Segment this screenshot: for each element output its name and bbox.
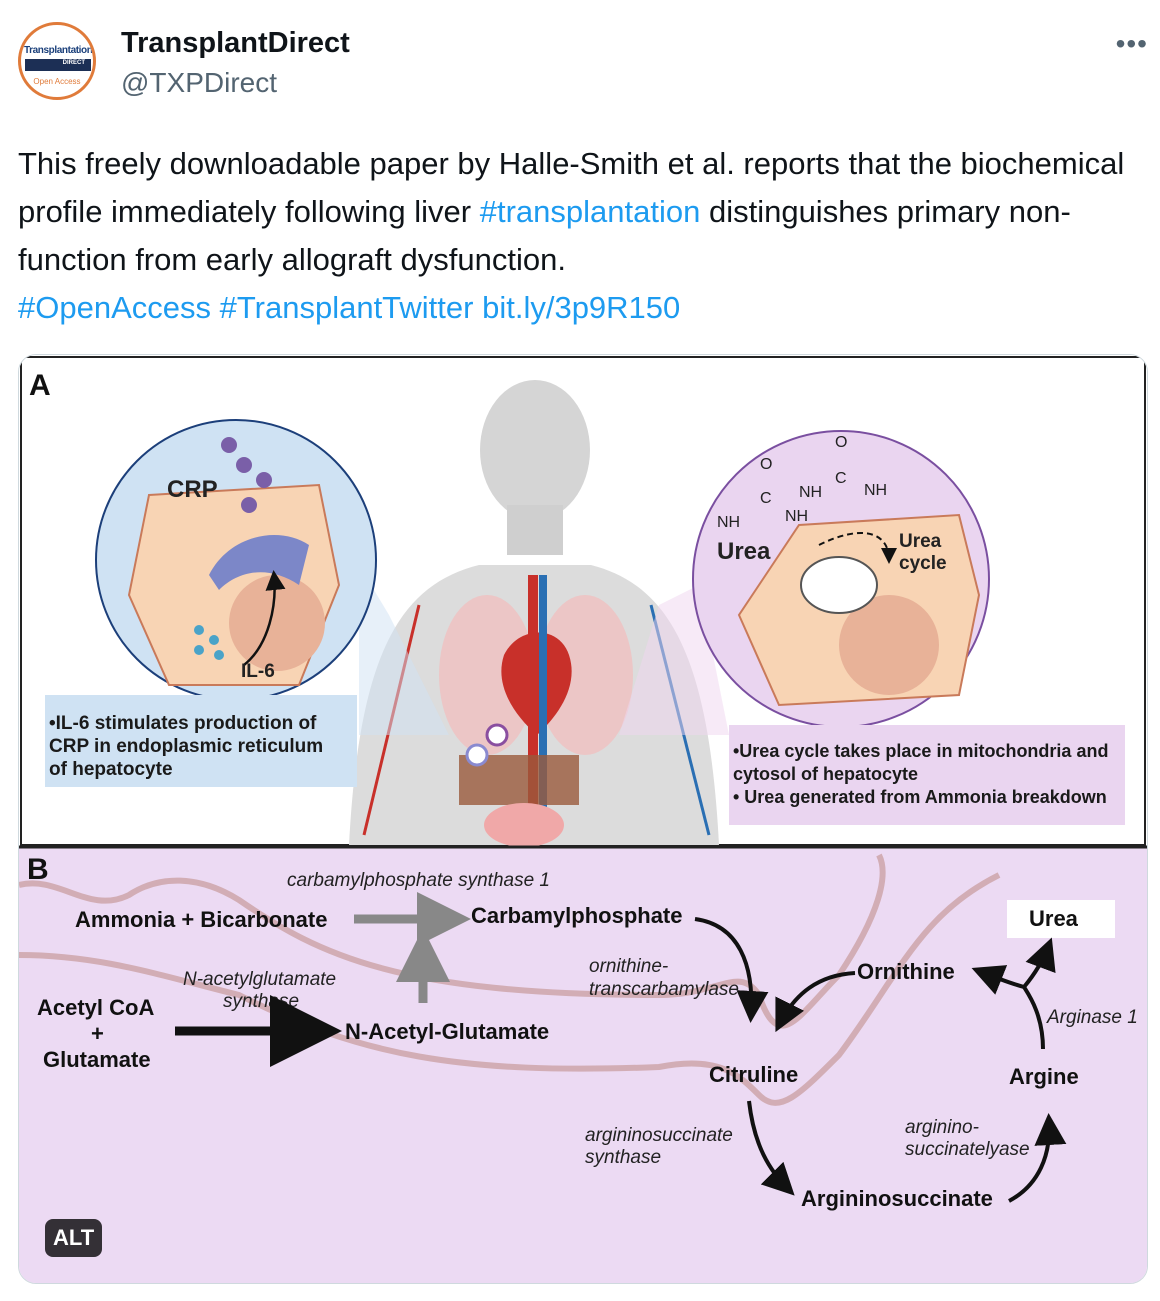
carbamylphosphate: Carbamylphosphate bbox=[471, 903, 683, 928]
human-body-illustration bbox=[349, 380, 719, 847]
left-note-line-2: CRP in endoplasmic reticulum bbox=[49, 736, 323, 757]
hashtag-transplanttwitter[interactable]: #TransplantTwitter bbox=[219, 290, 474, 325]
citruline: Citruline bbox=[709, 1062, 798, 1087]
urea-cycle-line-2: cycle bbox=[899, 553, 947, 574]
ass-arrow bbox=[747, 1100, 795, 1196]
left-note-box bbox=[45, 695, 357, 787]
hepatocyte-crp-circle: CRP IL-6 bbox=[95, 419, 449, 735]
chem-o-2: O bbox=[835, 434, 847, 451]
glutamate: Glutamate bbox=[43, 1047, 151, 1072]
acetyl-coa: Acetyl CoA bbox=[37, 995, 154, 1020]
avatar-bar bbox=[25, 59, 91, 71]
right-note-line-2: cytosol of hepatocyte bbox=[733, 764, 918, 784]
tweet-text-1: This freely downloadable paper by Halle-… bbox=[18, 146, 1125, 229]
ass-line-1: argininosuccinate bbox=[585, 1125, 733, 1146]
left-note-line-1: •IL-6 stimulates production of bbox=[49, 713, 317, 734]
panel-b-letter: B bbox=[27, 853, 49, 886]
otc-line-2: transcarbamylase bbox=[589, 979, 739, 1000]
right-note-line-3: • Urea generated from Ammonia breakdown bbox=[733, 787, 1107, 807]
chem-nh2-2: NH bbox=[799, 484, 822, 501]
account-handle[interactable]: @TXPDirect bbox=[121, 67, 277, 98]
chem-c-2: C bbox=[835, 470, 847, 487]
chem-nh2-1: NH bbox=[717, 514, 740, 531]
otc-arrow-2 bbox=[775, 971, 856, 1033]
avatar-text-top: Transplantation bbox=[24, 45, 93, 56]
tweet-link[interactable]: bit.ly/3p9R150 bbox=[482, 290, 681, 325]
panel-a-letter: A bbox=[29, 369, 51, 402]
chem-nh2-3: NH bbox=[864, 482, 887, 499]
urea-cycle-line-1: Urea bbox=[899, 531, 942, 552]
ammonia-bicarbonate: Ammonia + Bicarbonate bbox=[75, 907, 327, 932]
argine: Argine bbox=[1009, 1064, 1079, 1089]
arginase-to-urea bbox=[1022, 937, 1056, 989]
right-note-box bbox=[729, 725, 1125, 825]
urea-box bbox=[1007, 900, 1115, 938]
tweet-text-2: distinguishes primary non-function from … bbox=[18, 194, 1071, 277]
asl-line-1: arginino- bbox=[905, 1117, 979, 1138]
tweet-media-image[interactable]: A CRP IL-6 •IL-6 stimulates bbox=[18, 354, 1148, 1284]
hepatocyte-urea-circle: Urea Urea cycle O C NH O C NH NH NH bbox=[619, 430, 990, 735]
asl-arrow bbox=[1008, 1113, 1067, 1203]
tweet-header: Transplantation DIRECT Open Access Trans… bbox=[18, 20, 1148, 106]
chem-o-1: O bbox=[760, 456, 772, 473]
acetyl-plus: + bbox=[91, 1021, 104, 1046]
alt-badge[interactable]: ALT bbox=[45, 1219, 103, 1257]
figure-svg: A CRP IL-6 •IL-6 stimulates bbox=[19, 355, 1147, 1283]
avatar-text-bottom: Open Access bbox=[33, 77, 81, 86]
argininosuccinate: Argininosuccinate bbox=[801, 1186, 993, 1211]
panel-b-bg bbox=[19, 847, 1147, 1283]
account-name[interactable]: TransplantDirect bbox=[121, 27, 350, 59]
avatar-text-mid: DIRECT bbox=[62, 60, 85, 66]
il6-label: IL-6 bbox=[241, 661, 275, 682]
arginase-stem bbox=[1022, 985, 1045, 1050]
nags-line-1: N-acetylglutamate bbox=[183, 969, 336, 990]
arginase-label: Arginase 1 bbox=[1046, 1007, 1138, 1028]
ornithine: Ornithine bbox=[857, 959, 955, 984]
chem-c-1: C bbox=[760, 490, 772, 507]
asl-line-2: succinatelyase bbox=[905, 1139, 1030, 1160]
nags-line-2: synthase bbox=[223, 991, 299, 1012]
enzyme-cps1: carbamylphosphate synthase 1 bbox=[287, 870, 550, 891]
hashtag-openaccess[interactable]: #OpenAccess bbox=[18, 290, 211, 325]
ass-line-2: synthase bbox=[585, 1147, 661, 1168]
urea-label: Urea bbox=[717, 538, 771, 565]
account-avatar[interactable]: Transplantation DIRECT Open Access bbox=[18, 22, 96, 100]
arginase-to-ornithine bbox=[971, 965, 1025, 995]
crp-label: CRP bbox=[167, 476, 218, 503]
otc-line-1: ornithine- bbox=[589, 956, 668, 977]
left-note-line-3: of hepatocyte bbox=[49, 759, 173, 780]
hashtag-transplantation[interactable]: #transplantation bbox=[479, 194, 701, 229]
n-acetyl-glutamate: N-Acetyl-Glutamate bbox=[345, 1019, 549, 1044]
urea-product: Urea bbox=[1029, 906, 1079, 931]
tweet-text: This freely downloadable paper by Halle-… bbox=[18, 140, 1138, 332]
right-note-line-1: •Urea cycle takes place in mitochondria … bbox=[733, 741, 1108, 761]
more-horizontal-icon[interactable]: ••• bbox=[1115, 28, 1148, 59]
otc-arrow-1 bbox=[694, 917, 769, 1023]
mitochondria-outline bbox=[19, 853, 1001, 1106]
chem-nh2-4: NH bbox=[785, 508, 808, 525]
